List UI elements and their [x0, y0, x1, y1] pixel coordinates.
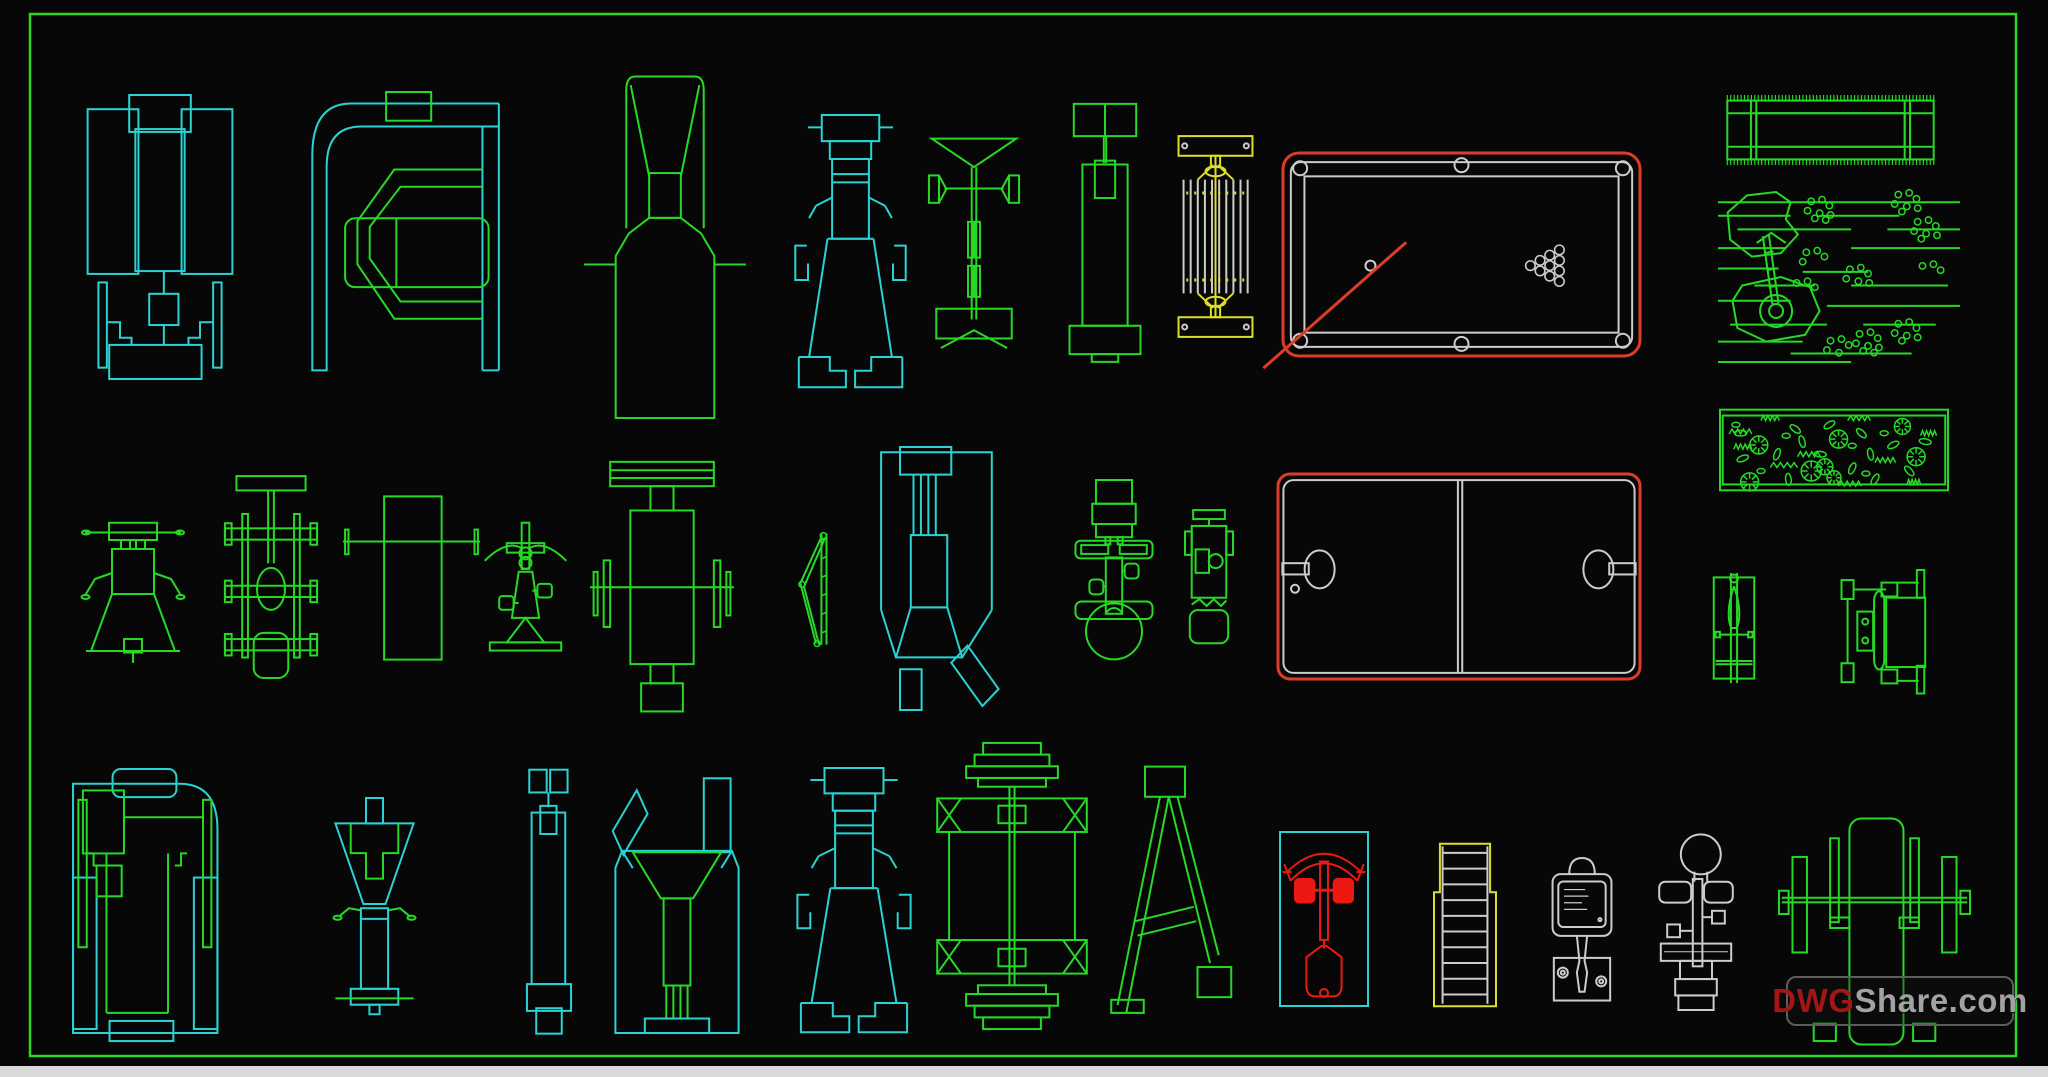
multi-gym-machine [86, 94, 234, 380]
flower-bed [1719, 408, 1949, 492]
flat-bench-with-barbell [343, 495, 480, 661]
drawing-border [28, 12, 2018, 1058]
barbell-rack [936, 741, 1088, 1031]
rowing-machine-small [1184, 509, 1234, 645]
bench-press-top [1777, 817, 1972, 1046]
stream-with-rocks [1718, 188, 1960, 363]
hip-abduction-machine [223, 475, 319, 679]
chest-press-machine [311, 91, 500, 372]
vertical-bench [1068, 102, 1142, 363]
cable-machine-top [880, 446, 1000, 711]
watermark-text-gray: Share.com [1854, 982, 2028, 1019]
exercise-bike-red [1279, 831, 1369, 1007]
treadmill [72, 768, 219, 1043]
lat-pulldown-machine-2 [796, 767, 912, 1034]
console-machine [1551, 856, 1613, 1002]
weight-stack-bike [1074, 479, 1154, 661]
punching-bag-stand [1658, 833, 1734, 1012]
dip-station [525, 768, 573, 1035]
hack-squat-machine [584, 75, 746, 419]
pec-deck-machine [80, 521, 186, 663]
cable-crossover-machine [611, 777, 740, 1035]
folding-exercise-bar [798, 531, 828, 648]
vibration-belt-machine [1177, 135, 1254, 338]
gym-mat [1726, 95, 1935, 165]
cable-column-station [927, 137, 1021, 349]
pool-table [1262, 151, 1642, 370]
lat-pulldown-machine [794, 114, 907, 389]
wall-ladder [1433, 842, 1497, 1008]
ping-pong-table [1276, 472, 1642, 681]
leg-press-top [1840, 569, 1927, 695]
bench-press-station [590, 460, 734, 713]
rowing-machine-top [1712, 573, 1756, 683]
pec-deck-machine-2 [332, 797, 417, 1016]
exercise-bike-small [483, 521, 568, 652]
incline-frame [1110, 765, 1233, 1014]
watermark-text-red: DWG [1772, 982, 1855, 1019]
bottom-paper-strip [0, 1066, 2048, 1077]
